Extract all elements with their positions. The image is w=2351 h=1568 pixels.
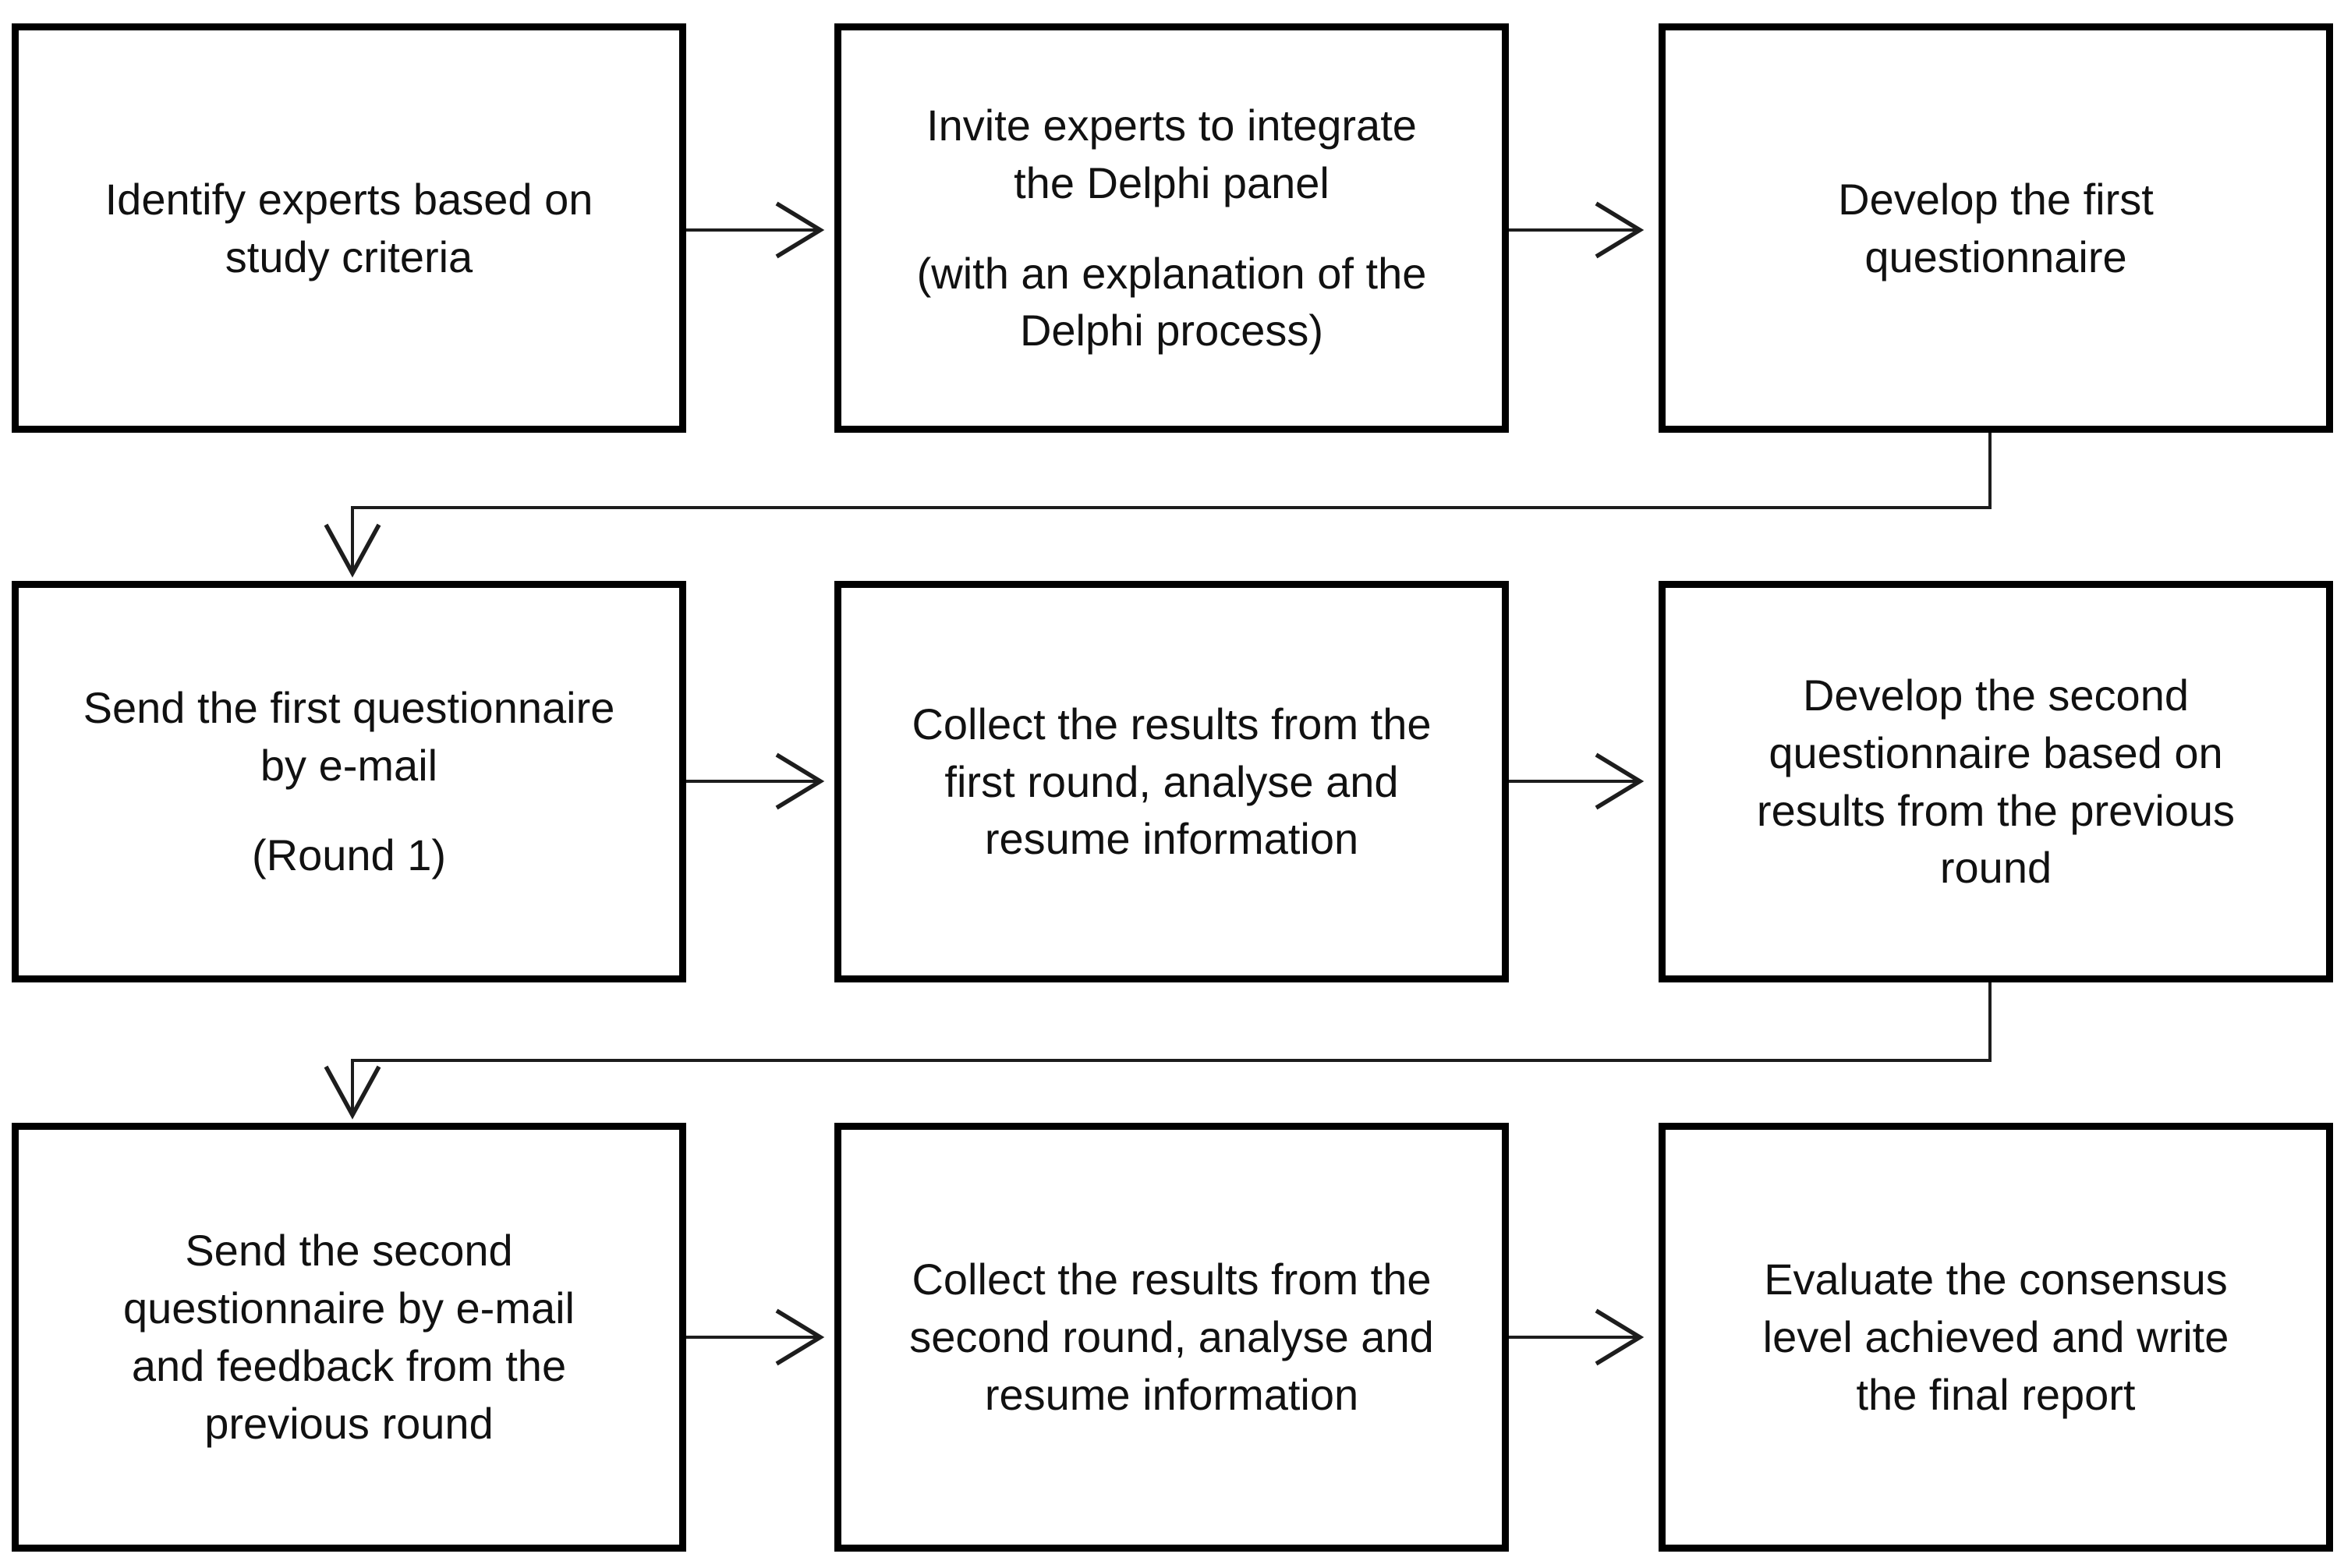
flow-box-develop-second-questionnaire: Develop the second questionnaire based o… [1659, 581, 2333, 982]
connector-develop1-to-send1 [351, 433, 1992, 572]
arrowhead-right-icon [1595, 201, 1645, 259]
box-label: Develop the second questionnaire based o… [1756, 670, 2236, 893]
flow-box-invite-experts: Invite experts to integrate the Delphi p… [834, 23, 1509, 433]
box-label: Invite experts to integrate the Delphi p… [926, 100, 1417, 207]
box-sublabel: (Round 1) [251, 830, 447, 880]
arrowhead-right-icon [775, 1308, 825, 1366]
flow-box-send-first-questionnaire: Send the first questionnaire by e-mail (… [12, 581, 686, 982]
arrowhead-right-icon [775, 752, 825, 810]
box-label: Send the first questionnaire by e-mail [83, 682, 615, 790]
flow-box-develop-first-questionnaire: Develop the first questionnaire [1659, 23, 2333, 433]
flow-box-evaluate-consensus: Evaluate the consensus level achieved an… [1659, 1123, 2333, 1552]
arrowhead-down-icon [324, 1065, 381, 1120]
box-label: Collect the results from the first round… [912, 699, 1432, 864]
connector-develop2-to-send2 [351, 982, 1992, 1113]
flow-box-collect-first-round: Collect the results from the first round… [834, 581, 1509, 982]
box-label: Send the second questionnaire by e-mail … [123, 1226, 575, 1448]
box-label: Identify experts based on study criteria [104, 174, 593, 281]
box-label: Develop the first questionnaire [1838, 174, 2154, 281]
box-label: Collect the results from the second roun… [909, 1255, 1434, 1419]
arrowhead-right-icon [1595, 752, 1645, 810]
flow-box-collect-second-round: Collect the results from the second roun… [834, 1123, 1509, 1552]
box-sublabel: (with an explanation of the Delphi proce… [916, 248, 1427, 356]
flow-box-identify-experts: Identify experts based on study criteria [12, 23, 686, 433]
arrowhead-down-icon [324, 523, 381, 578]
arrowhead-right-icon [1595, 1308, 1645, 1366]
flow-box-send-second-questionnaire: Send the second questionnaire by e-mail … [12, 1123, 686, 1552]
box-label: Evaluate the consensus level achieved an… [1762, 1255, 2229, 1419]
arrowhead-right-icon [775, 201, 825, 259]
